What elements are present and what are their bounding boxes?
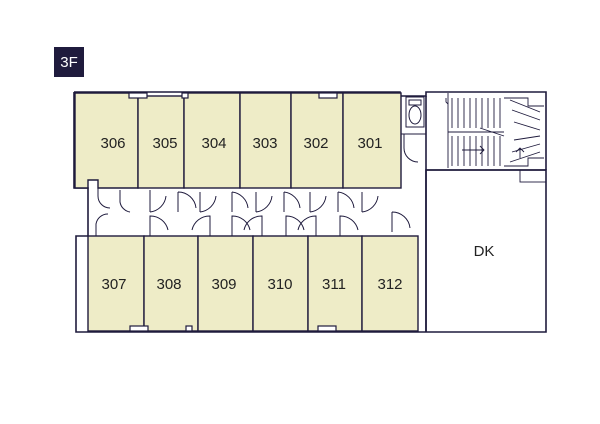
room-label-308: 308 (156, 276, 181, 293)
room-label-307: 307 (101, 276, 126, 293)
room-label-306: 306 (100, 135, 125, 152)
room-307[interactable] (87, 235, 145, 332)
room-311[interactable] (307, 235, 363, 332)
room-312[interactable] (361, 235, 419, 332)
top-notches (128, 92, 338, 99)
room-label-312: 312 (377, 276, 402, 293)
toilet-icon (401, 96, 426, 163)
room-309[interactable] (197, 235, 254, 332)
dk-label: DK (474, 243, 495, 260)
room-301[interactable] (342, 92, 402, 189)
staircase (445, 93, 547, 183)
room-label-302: 302 (303, 135, 328, 152)
top-rooms (74, 92, 402, 189)
room-label-311: 311 (322, 276, 346, 293)
room-label-309: 309 (211, 276, 236, 293)
room-310[interactable] (252, 235, 309, 332)
room-label-304: 304 (201, 135, 226, 152)
room-label-303: 303 (252, 135, 277, 152)
room-305[interactable] (137, 95, 185, 189)
room-label-301: 301 (357, 135, 382, 152)
room-label-310: 310 (267, 276, 292, 293)
bottom-notches (129, 325, 337, 332)
room-label-305: 305 (152, 135, 177, 152)
floor-badge: 3F (54, 47, 84, 77)
corridor-doors-bottom (95, 213, 359, 236)
bottom-rooms (87, 235, 419, 332)
corridor-doors (97, 188, 411, 232)
